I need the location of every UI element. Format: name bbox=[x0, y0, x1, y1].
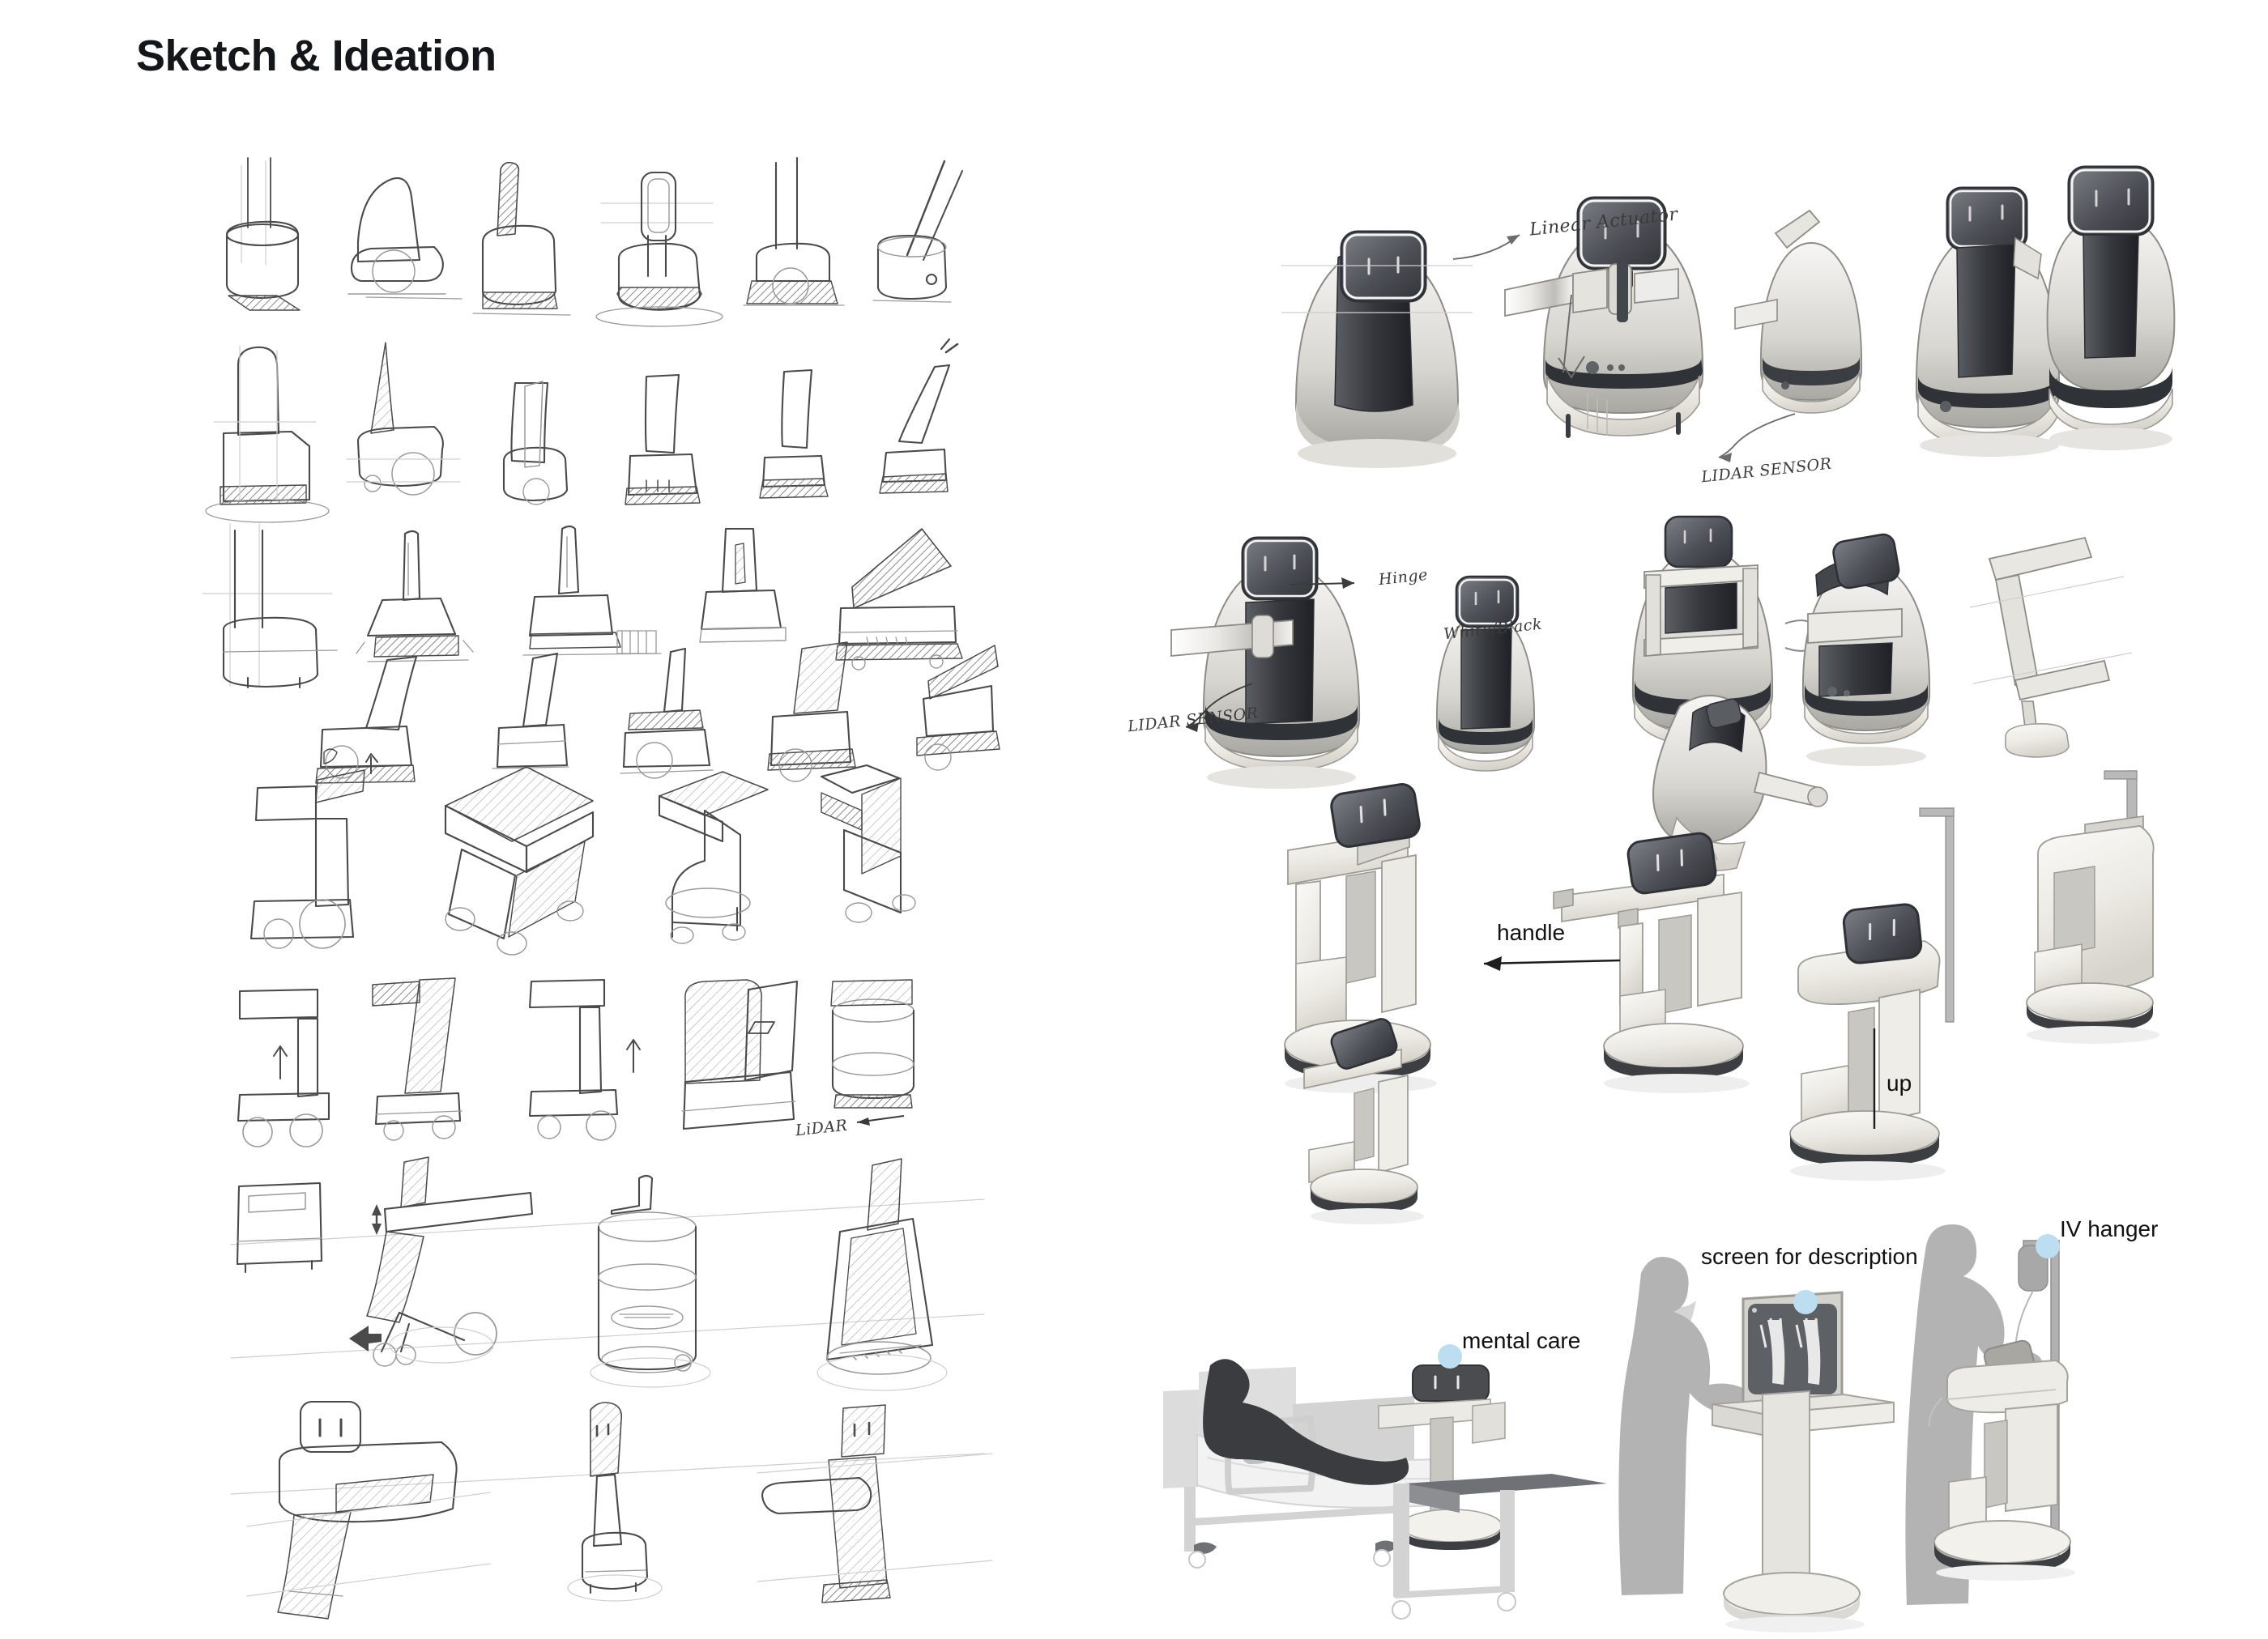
sketch-item bbox=[492, 652, 569, 769]
scenario-consultation bbox=[1563, 1231, 1944, 1636]
sketch-item bbox=[879, 338, 959, 494]
lidar-pencil-leader bbox=[856, 1115, 905, 1126]
sketch-cluster-cart-side bbox=[227, 977, 940, 1166]
callout-screen-description-label: screen for description bbox=[1701, 1244, 1918, 1269]
render-item-capsule-j bbox=[1969, 536, 2133, 758]
sketch-item bbox=[567, 1402, 663, 1602]
render-item-cart-3 bbox=[1303, 1018, 1424, 1224]
sketch-item bbox=[699, 527, 787, 643]
callout-up-label: up bbox=[1886, 1071, 1912, 1096]
up-arrow-line-icon bbox=[1873, 1028, 1876, 1129]
patient-silhouette bbox=[1203, 1359, 1409, 1485]
callout-iv-hanger-label: IV hanger bbox=[2060, 1216, 2159, 1241]
sketch-item bbox=[816, 1158, 948, 1391]
scenario-bedside bbox=[1150, 1328, 1652, 1639]
sketch-item bbox=[916, 645, 1000, 771]
scenario-iv-hanger bbox=[1879, 1215, 2244, 1636]
sketch-item bbox=[356, 530, 474, 662]
push-arrow-icon bbox=[349, 1326, 382, 1352]
sketch-item bbox=[472, 161, 571, 316]
sketch-item bbox=[759, 368, 829, 499]
patient-standing-silhouette bbox=[1905, 1224, 2042, 1605]
render-item-cart-2 bbox=[1553, 832, 1750, 1093]
up-arrow-icon bbox=[626, 1039, 641, 1073]
render-item-cart-5 bbox=[2026, 770, 2159, 1044]
sketch-cluster-scenarios bbox=[230, 1156, 993, 1624]
sketch-item bbox=[528, 978, 641, 1141]
xray-image bbox=[1759, 1318, 1821, 1385]
sketch-item bbox=[349, 1156, 534, 1367]
up-arrow-icon bbox=[273, 1045, 288, 1079]
sketch-item bbox=[202, 523, 338, 689]
sketch-item bbox=[820, 764, 916, 923]
sketch-cluster-cart-iso bbox=[227, 753, 932, 968]
render-item-capsule-b bbox=[1504, 196, 1704, 438]
callout-dot-mental-care bbox=[1438, 1344, 1462, 1369]
sketch-item bbox=[757, 1404, 993, 1603]
callout-dot-iv-hanger bbox=[2036, 1234, 2060, 1258]
render-item-capsule-c bbox=[1734, 209, 1863, 414]
sketch-item bbox=[872, 160, 963, 303]
sketch-item bbox=[236, 1181, 323, 1274]
sketch-item bbox=[444, 766, 595, 956]
render-item-capsule-i bbox=[1801, 533, 1931, 766]
iv-cart bbox=[1928, 1339, 2075, 1581]
sketch-item bbox=[830, 979, 915, 1109]
sketch-item bbox=[620, 647, 714, 779]
sketch-item bbox=[522, 525, 662, 656]
render-item-cart-4 bbox=[1789, 807, 1955, 1181]
callout-dot-screen-description bbox=[1793, 1290, 1818, 1314]
lidar-sensor-top-leader bbox=[1718, 413, 1796, 462]
callout-handle-label: handle bbox=[1497, 920, 1566, 945]
render-item-capsule-d bbox=[1915, 186, 2061, 457]
overbed-table bbox=[1392, 1474, 1607, 1620]
sketch-item bbox=[246, 1400, 491, 1620]
render-cluster-capsules-row2 bbox=[1150, 494, 2163, 871]
sketch-item bbox=[767, 641, 856, 782]
sketch-cluster-form-grid bbox=[202, 156, 1029, 784]
sketch-item bbox=[205, 345, 330, 523]
sketch-item bbox=[372, 977, 463, 1141]
sketch-item bbox=[225, 157, 301, 311]
sketch-item bbox=[502, 381, 569, 505]
lidar-sensor-mid-leader bbox=[1185, 683, 1253, 732]
linear-actuator-leader bbox=[1452, 234, 1520, 260]
handle-arrow-icon bbox=[1483, 956, 1621, 971]
render-item-capsule-a bbox=[1281, 230, 1473, 468]
sketch-item bbox=[315, 655, 418, 784]
sketch-item bbox=[595, 171, 723, 327]
sketch-item bbox=[237, 988, 330, 1147]
consultation-kiosk bbox=[1712, 1291, 1895, 1633]
sketch-item bbox=[347, 177, 463, 300]
sketch-item bbox=[658, 771, 769, 944]
sketch-item bbox=[625, 373, 701, 505]
sketch-item bbox=[249, 753, 378, 949]
render-item-capsule-g bbox=[1435, 575, 1536, 772]
sketch-item bbox=[346, 342, 461, 496]
sketch-item bbox=[590, 1174, 711, 1388]
render-cluster-capsules-row1 bbox=[1239, 162, 2176, 502]
render-item-capsule-e bbox=[2046, 165, 2176, 450]
callout-mental-care-label: mental care bbox=[1462, 1328, 1581, 1353]
render-item-capsule-h bbox=[1631, 515, 1819, 746]
lift-arrow-icon bbox=[372, 1204, 382, 1235]
render-cluster-carts bbox=[1272, 769, 2236, 1271]
sketch-item bbox=[835, 528, 963, 670]
sketch-item bbox=[681, 979, 799, 1130]
sketch-item bbox=[743, 156, 845, 306]
page-title: Sketch & Ideation bbox=[136, 32, 497, 80]
hinge-leader bbox=[1289, 577, 1355, 589]
render-item-capsule-f bbox=[1170, 536, 1361, 789]
clinician-silhouette bbox=[1618, 1257, 1762, 1595]
